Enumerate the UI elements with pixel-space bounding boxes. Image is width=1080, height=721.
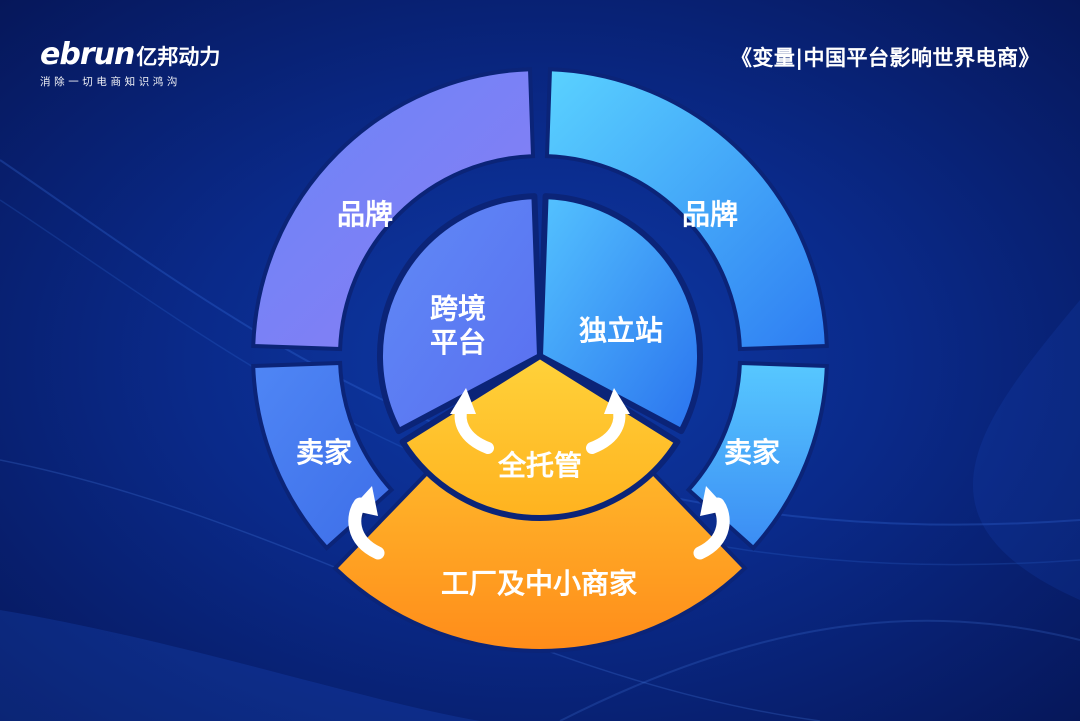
inner-segment-cross-border-platform [377, 193, 543, 435]
label-factories: 工厂及中小商家 [441, 567, 637, 600]
arrow-icon [586, 388, 630, 454]
label-cross-border-line2: 平台 [430, 326, 486, 359]
label-cross-border-line1: 跨境 [430, 292, 486, 325]
brand-logo: ebrun 亿邦动力 消除一切电商知识鸿沟 [40, 40, 220, 89]
label-full-custody: 全托管 [497, 449, 582, 482]
series-title: 《变量|中国平台影响世界电商》 [730, 46, 1040, 70]
inner-circle [377, 193, 703, 521]
outer-segment-brand-right [544, 67, 829, 352]
arrow-icon [348, 486, 385, 560]
label-seller-right: 卖家 [724, 436, 780, 469]
flow-arrows [348, 388, 730, 560]
inner-segment-independent-site [537, 193, 703, 435]
arrow-icon [450, 388, 494, 454]
label-independent-site: 独立站 [579, 314, 663, 347]
label-brand-left: 品牌 [337, 198, 393, 231]
logo-chinese-name: 亿邦动力 [136, 45, 221, 69]
arrow-icon [693, 486, 730, 560]
logo-slogan: 消除一切电商知识鸿沟 [40, 76, 181, 88]
label-seller-left: 卖家 [296, 436, 352, 469]
outer-segment-brand-left [251, 67, 536, 352]
logo-wordmark: ebrun [40, 37, 135, 72]
label-brand-right: 品牌 [682, 198, 738, 231]
inner-segment-full-custody [399, 353, 681, 521]
